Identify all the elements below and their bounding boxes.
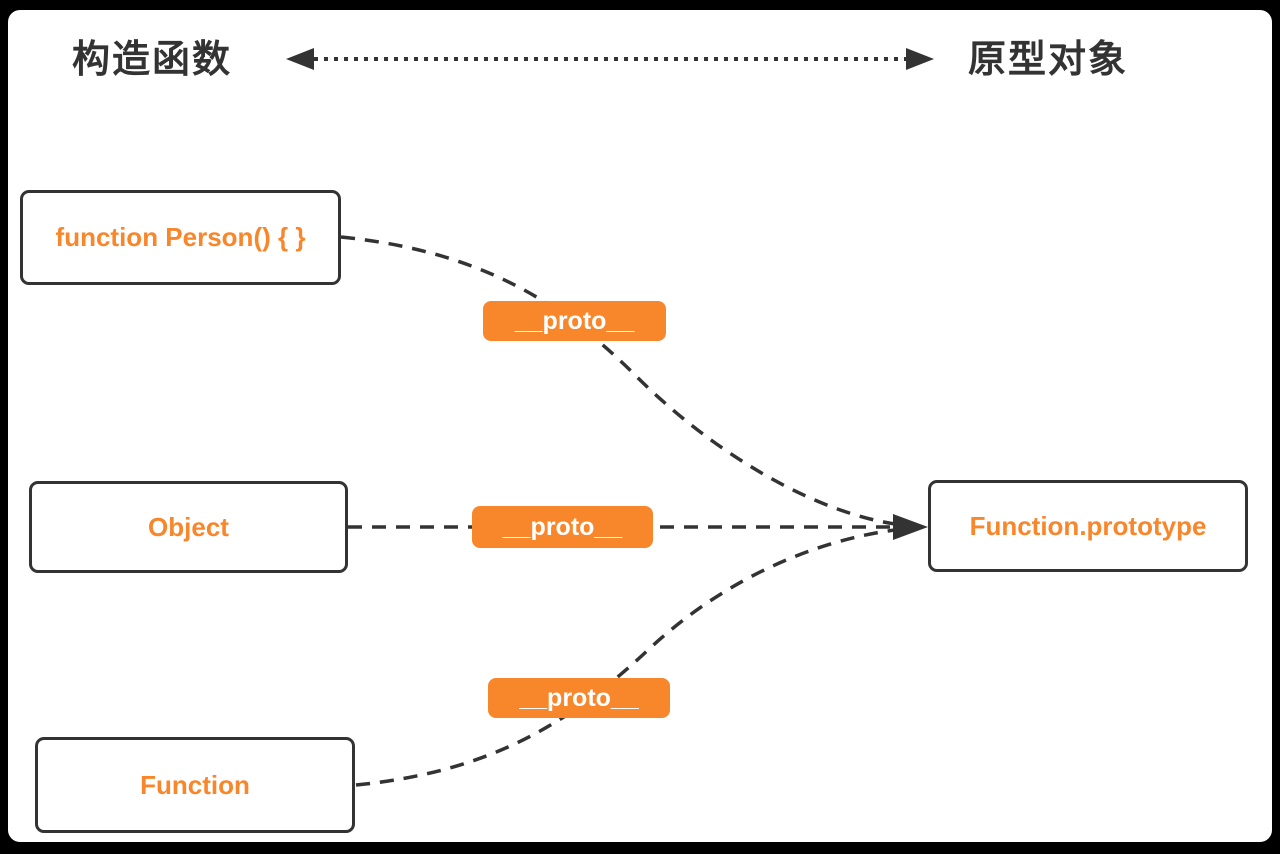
node-function-person-label: function Person() { } — [55, 222, 306, 252]
header-arrowhead-left-icon — [286, 48, 314, 70]
proto-pill-object: __proto__ — [472, 506, 653, 548]
prototype-arrowhead-icon — [893, 514, 928, 540]
proto-pill-person: __proto__ — [483, 301, 666, 341]
proto-pill-object-label: __proto__ — [502, 512, 623, 541]
node-object-label: Object — [148, 511, 229, 542]
edge-function-to-prototype — [355, 528, 896, 787]
edge-person-to-prototype — [340, 235, 896, 526]
node-function-label: Function — [140, 769, 250, 800]
header-arrowhead-right-icon — [906, 48, 934, 70]
node-function-person: function Person() { } — [20, 190, 341, 285]
node-function-prototype: Function.prototype — [928, 480, 1248, 572]
prototype-object-title: 原型对象 — [968, 39, 1129, 81]
proto-pill-function-label: __proto__ — [519, 683, 639, 712]
node-object: Object — [29, 481, 348, 573]
constructor-title: 构造函数 — [72, 39, 233, 81]
proto-pill-function: __proto__ — [488, 678, 670, 718]
node-function-prototype-label: Function.prototype — [969, 510, 1207, 541]
proto-pill-person-label: __proto__ — [514, 306, 635, 335]
node-function: Function — [35, 737, 355, 833]
